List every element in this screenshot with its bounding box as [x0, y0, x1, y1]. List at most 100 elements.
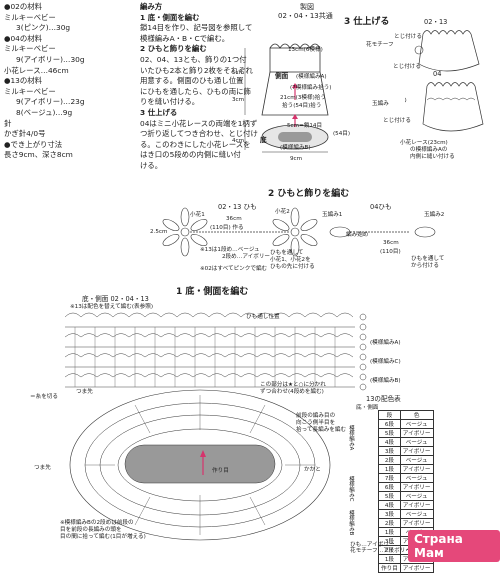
- chart-label: ＝糸を切る: [30, 394, 58, 400]
- material-line: ミルキーベビー: [4, 44, 56, 54]
- seizu-label: 9cm: [290, 156, 303, 162]
- himo-label: 36cm: [383, 240, 399, 246]
- instruction-line: 鎖14目を作り、記号図を参照して: [140, 23, 253, 33]
- finish-label: 小花レース(23cm): [400, 140, 448, 146]
- material-line: 8(ベージュ)…9g: [16, 107, 73, 117]
- chart-label: かかと: [304, 467, 321, 473]
- instruction-line: 用意する。側面のひも通し位置: [140, 76, 244, 86]
- chart-label: (模様編みA): [370, 340, 401, 346]
- material-line: ●02の材料: [4, 2, 43, 11]
- chart-label: (模様編みC): [370, 359, 401, 365]
- chart-label: (模様編みB): [370, 378, 401, 384]
- bottom-note: 目の間に拾って編む(1目が増える): [60, 534, 146, 540]
- color-table-sub: 底・側面: [356, 405, 379, 411]
- finish-title: 3 仕上げる: [344, 17, 390, 27]
- instr2-line: 拾って長編みを編む: [296, 427, 347, 433]
- instruction-line: いたひも2本と飾り2枚をそれぞれ: [140, 65, 253, 75]
- instruction-line: にひもを通したら、ひもの両に飾: [140, 86, 251, 96]
- sokumen-title: 1 底・側面を編む: [176, 287, 249, 297]
- instruction-line: つ折り返してつき合わせ、とじ付け: [140, 129, 258, 139]
- finish-label: とじ付ける: [394, 34, 422, 40]
- himo-label: ひもの先に付ける: [270, 264, 315, 270]
- finish-diagram: [405, 30, 484, 132]
- table-cell: アイボリー: [399, 518, 434, 528]
- seizu-label: 4cm: [232, 138, 245, 144]
- chart-label: ずつ合わせ(4段めを編む): [260, 389, 324, 395]
- table-cell: アイボリー: [399, 446, 434, 456]
- table-footer: 花モチーフ…アイボリー: [350, 548, 411, 554]
- seizu-label: 底: [260, 136, 267, 144]
- table-row: 4段アイボリー: [378, 500, 434, 510]
- table-cell: 2段: [378, 455, 401, 465]
- table-cell: ベージュ: [399, 509, 434, 519]
- table-cell: アイボリー: [399, 500, 434, 510]
- himo-label: 編み始め: [346, 232, 369, 238]
- instruction-line: 模様編みA・B・Cで編む。: [140, 33, 230, 43]
- seizu-label: 5cm: [232, 70, 245, 76]
- table-cell: ベージュ: [399, 473, 434, 483]
- table-cell: 5段: [378, 428, 401, 438]
- seizu-label: (模様編みA): [296, 74, 327, 80]
- table-cell: アイボリー: [399, 482, 434, 492]
- material-line: 9(アイボリー)…23g: [16, 97, 85, 107]
- himo-label: (110目) 作る: [210, 225, 244, 231]
- instr2-line: 向こう側半目を: [296, 420, 336, 426]
- himo-label: (110目): [380, 249, 401, 255]
- table-cell: 作り目: [378, 563, 401, 573]
- finish-label: 02・13: [424, 18, 448, 26]
- finish-label: とじ付ける: [393, 64, 421, 70]
- bottom-note: 目を前段の長編みの頭を: [60, 527, 122, 533]
- himo-title: 2 ひもと飾りを編む: [268, 189, 350, 199]
- table-header: 色: [399, 410, 434, 420]
- material-line: ミルキーベビー: [4, 12, 56, 22]
- instruction-line: る。このわきにした小花レースを: [140, 139, 251, 149]
- seizu-diagram: [244, 43, 329, 153]
- table-cell: 3段: [378, 509, 401, 519]
- material-line: かぎ針4/0号: [4, 129, 46, 139]
- materials-list: ●02の材料 ミルキーベビー 3(ピンク)…30g ●04の材料 ミルキーベビー…: [4, 2, 134, 161]
- table-cell: ベージュ: [399, 455, 434, 465]
- table-cell: ベージュ: [399, 491, 434, 501]
- finish-label: の模様編みAの: [410, 147, 448, 153]
- himo-label: 小花1: [190, 212, 205, 218]
- seizu-label: 拾う(54目)拾う: [282, 103, 322, 109]
- table-cell: アイボリー: [399, 563, 434, 573]
- himo-label: 玉編み2: [424, 212, 445, 218]
- table-cell: 5段: [378, 491, 401, 501]
- material-line: ●でき上がり寸法: [4, 139, 63, 149]
- himo-label: ※02はすべてピンクで編む: [200, 266, 268, 272]
- chart-label: つま先: [76, 389, 93, 395]
- table-cell: 1段: [378, 527, 401, 537]
- seizu-label: (模様編みB): [280, 145, 311, 151]
- himo-label: 2.5cm: [150, 229, 168, 235]
- chart-label: ひも通し位置: [246, 314, 280, 320]
- finish-label: 内側に縫い付ける: [410, 154, 455, 160]
- finish-label: 玉編み: [372, 101, 389, 107]
- table-row: 5段アイボリー: [378, 428, 434, 438]
- chart-label: この部分は★と○に分かれ: [260, 382, 326, 388]
- table-cell: アイボリー: [399, 464, 434, 474]
- material-line: ミルキーベビー: [4, 86, 56, 96]
- instructions-title: 編み方: [140, 2, 163, 11]
- table-row: 2段ベージュ: [378, 455, 434, 465]
- table-cell: 3段: [378, 446, 401, 456]
- himo-label: 小花2: [275, 209, 290, 215]
- seizu-label: (7模様編み拾う): [290, 85, 332, 91]
- finish-label: とじ付ける: [383, 118, 411, 124]
- seizu-label: 21cm(3模様)拾う: [280, 95, 326, 101]
- table-group: 模様編みC: [348, 476, 354, 502]
- table-cell: 1段: [378, 554, 401, 564]
- instruction-line: りを縫い付ける。: [140, 97, 200, 107]
- table-cell: ベージュ: [399, 419, 434, 429]
- seizu-label: 5cm=鎖14目: [287, 123, 323, 129]
- material-line: 針: [4, 118, 12, 128]
- table-cell: 4段: [378, 437, 401, 447]
- chart-label: 作り目: [212, 468, 229, 474]
- chart-label: つま先: [34, 465, 51, 471]
- material-line: ●04の材料: [4, 33, 43, 43]
- color-table-title: 13の配色表: [366, 395, 401, 403]
- seizu-label: 3cm: [232, 97, 245, 103]
- table-header-row: 段 色: [378, 410, 434, 420]
- himo-label: から付ける: [411, 263, 439, 269]
- crochet-chart: [64, 312, 367, 541]
